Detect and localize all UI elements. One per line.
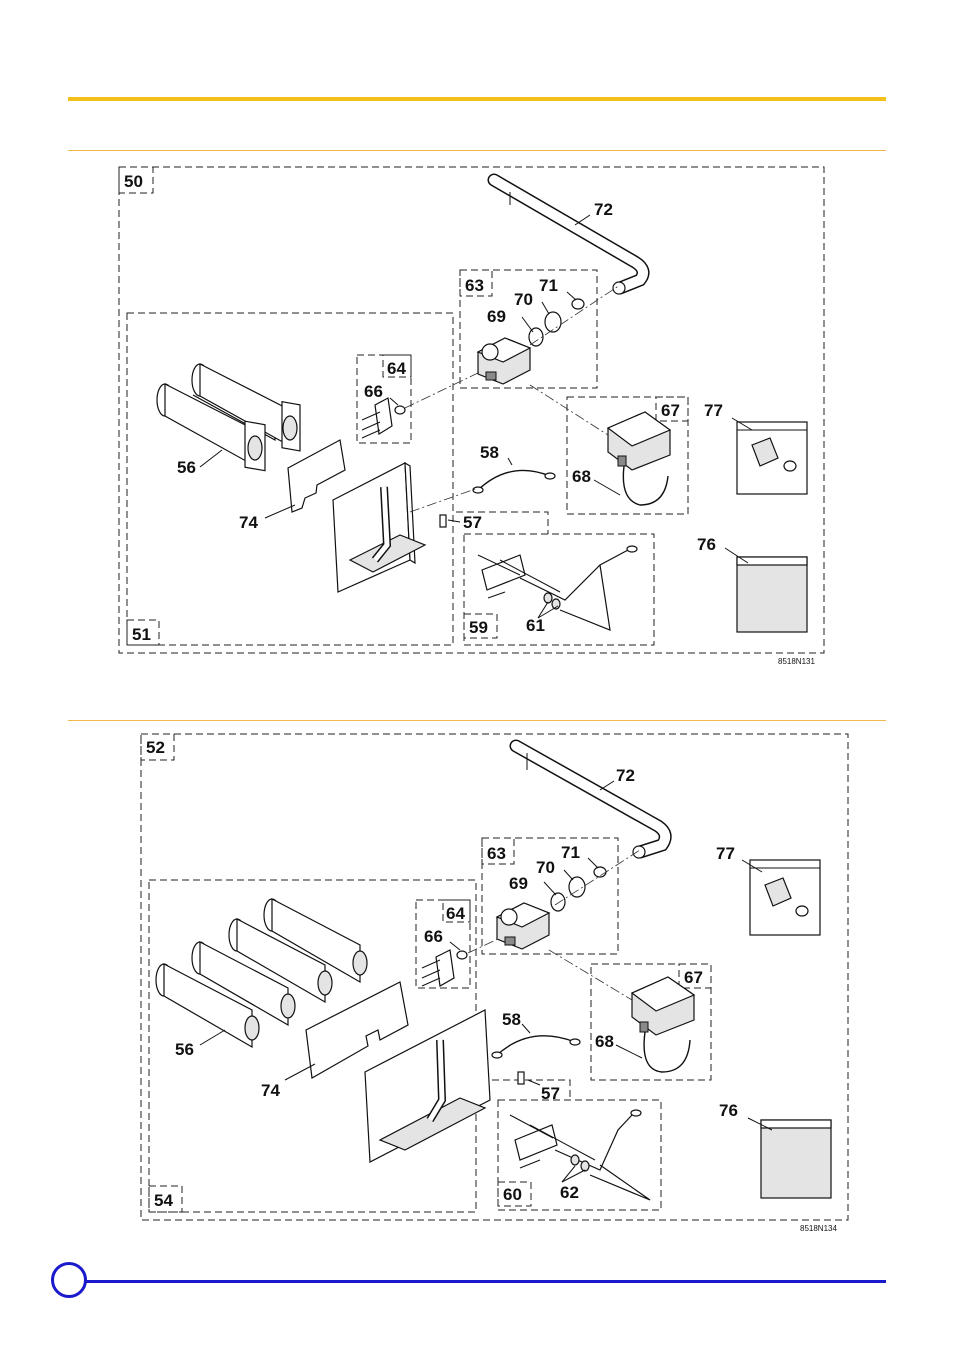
callout-57: 57 — [463, 513, 482, 532]
gas-pipe-72 — [494, 180, 643, 294]
callout-68: 68 — [572, 467, 591, 486]
bracket-64 — [362, 398, 405, 438]
ignition-unit-67 — [608, 412, 670, 505]
callout-71b: 71 — [561, 843, 580, 862]
callout-67: 67 — [661, 401, 680, 420]
kit-bag-76b — [761, 1120, 831, 1198]
exploded-diagram-1: 50 51 56 57 58 59 61 63 64 66 67 68 69 7… — [0, 0, 954, 700]
callout-66b: 66 — [424, 927, 443, 946]
callout-51: 51 — [132, 625, 151, 644]
callout-72: 72 — [594, 200, 613, 219]
kit-bag-77 — [737, 422, 807, 494]
bracket-64b — [422, 950, 467, 986]
electrode-57 — [440, 515, 446, 527]
electrode-57b — [518, 1072, 524, 1084]
callout-62: 62 — [560, 1183, 579, 1202]
earth-wire-58b — [492, 1036, 580, 1058]
callout-71: 71 — [539, 276, 558, 295]
callout-70b: 70 — [536, 858, 555, 877]
callout-69: 69 — [487, 307, 506, 326]
callout-69b: 69 — [509, 874, 528, 893]
group-box-59 — [464, 534, 654, 645]
callout-58b: 58 — [502, 1010, 521, 1029]
callout-56: 56 — [177, 458, 196, 477]
callout-68b: 68 — [595, 1032, 614, 1051]
drawing-code-1: 8518N131 — [778, 657, 815, 666]
callout-50: 50 — [124, 172, 143, 191]
callout-63b: 63 — [487, 844, 506, 863]
callout-54: 54 — [154, 1191, 173, 1210]
callout-67b: 67 — [684, 968, 703, 987]
gas-pipe-72b — [516, 746, 665, 858]
callout-66: 66 — [364, 382, 383, 401]
page-number-circle — [51, 1262, 87, 1298]
callout-57b: 57 — [541, 1084, 560, 1103]
earth-wire-58 — [473, 470, 555, 493]
callout-74: 74 — [239, 513, 258, 532]
callout-60: 60 — [503, 1185, 522, 1204]
kit-bag-76 — [737, 557, 807, 632]
callout-76b: 76 — [719, 1101, 738, 1120]
callout-59: 59 — [469, 618, 488, 637]
callout-70: 70 — [514, 290, 533, 309]
callout-76: 76 — [697, 535, 716, 554]
callout-72b: 72 — [616, 766, 635, 785]
callout-77: 77 — [704, 401, 723, 420]
burner-plate — [333, 463, 425, 592]
callout-64b: 64 — [446, 904, 465, 923]
drawing-code-2: 8518N134 — [800, 1224, 837, 1233]
burner-tubes-56 — [157, 364, 300, 471]
callout-64: 64 — [387, 359, 406, 378]
callout-74b: 74 — [261, 1081, 280, 1100]
callout-63: 63 — [465, 276, 484, 295]
footer-line — [70, 1280, 886, 1283]
callout-58: 58 — [480, 443, 499, 462]
callout-61: 61 — [526, 616, 545, 635]
callout-52: 52 — [146, 738, 165, 757]
callout-77b: 77 — [716, 844, 735, 863]
pilot-assembly-59 — [478, 546, 637, 630]
exploded-diagram-2: 52 54 56 57 58 60 62 63 64 66 67 68 69 7… — [0, 700, 954, 1260]
callout-56b: 56 — [175, 1040, 194, 1059]
